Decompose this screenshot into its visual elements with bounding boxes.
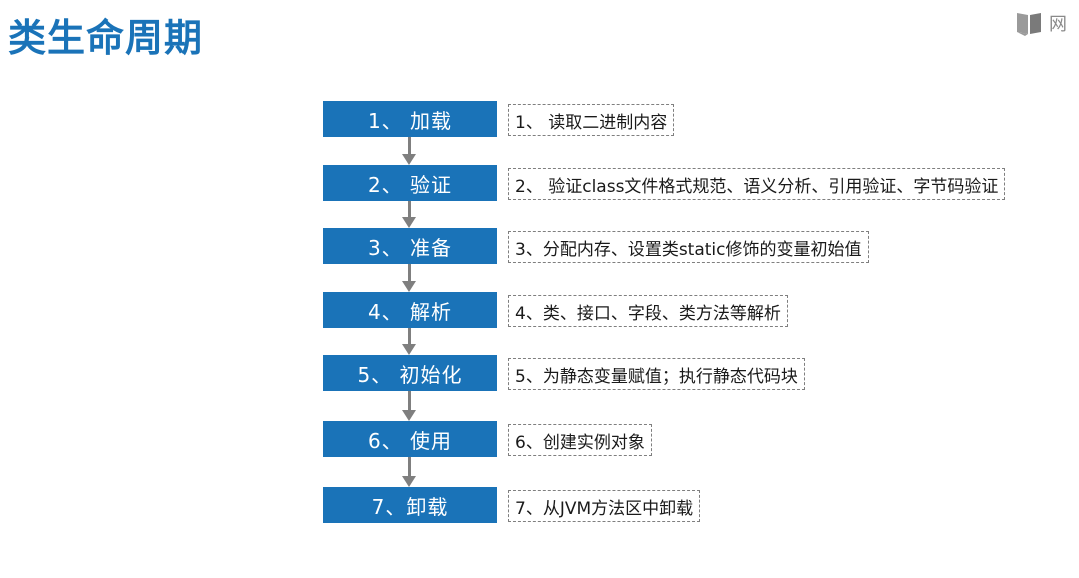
step-verify-note: 2、 验证class文件格式规范、语义分析、引用验证、字节码验证 bbox=[508, 168, 1006, 200]
logo-text: 网 bbox=[1049, 14, 1067, 35]
step-init-note: 5、为静态变量赋值；执行静态代码块 bbox=[508, 358, 805, 390]
logo: 网 bbox=[1015, 8, 1079, 38]
step-use-box: 6、 使用 bbox=[323, 421, 497, 457]
step-unload-box: 7、卸载 bbox=[323, 487, 497, 523]
flow-arrow bbox=[402, 391, 416, 421]
step-use-note: 6、创建实例对象 bbox=[508, 424, 652, 456]
book-icon bbox=[1017, 13, 1041, 36]
step-unload-note: 7、从JVM方法区中卸载 bbox=[508, 490, 701, 522]
step-resolve-box: 4、 解析 bbox=[323, 292, 497, 328]
flow-arrow bbox=[402, 457, 416, 487]
flow-arrow bbox=[402, 201, 416, 228]
page-title: 类生命周期 bbox=[8, 16, 204, 60]
flow-arrow bbox=[402, 328, 416, 355]
step-prepare-box: 3、 准备 bbox=[323, 228, 497, 264]
step-prepare-note: 3、分配内存、设置类static修饰的变量初始值 bbox=[508, 231, 869, 263]
step-verify-box: 2、 验证 bbox=[323, 165, 497, 201]
step-init-box: 5、 初始化 bbox=[323, 355, 497, 391]
step-load-note: 1、 读取二进制内容 bbox=[508, 104, 675, 136]
flow-arrow bbox=[402, 264, 416, 292]
step-load-box: 1、 加载 bbox=[323, 101, 497, 137]
step-resolve-note: 4、类、接口、字段、类方法等解析 bbox=[508, 295, 788, 327]
flow-arrow bbox=[402, 137, 416, 165]
